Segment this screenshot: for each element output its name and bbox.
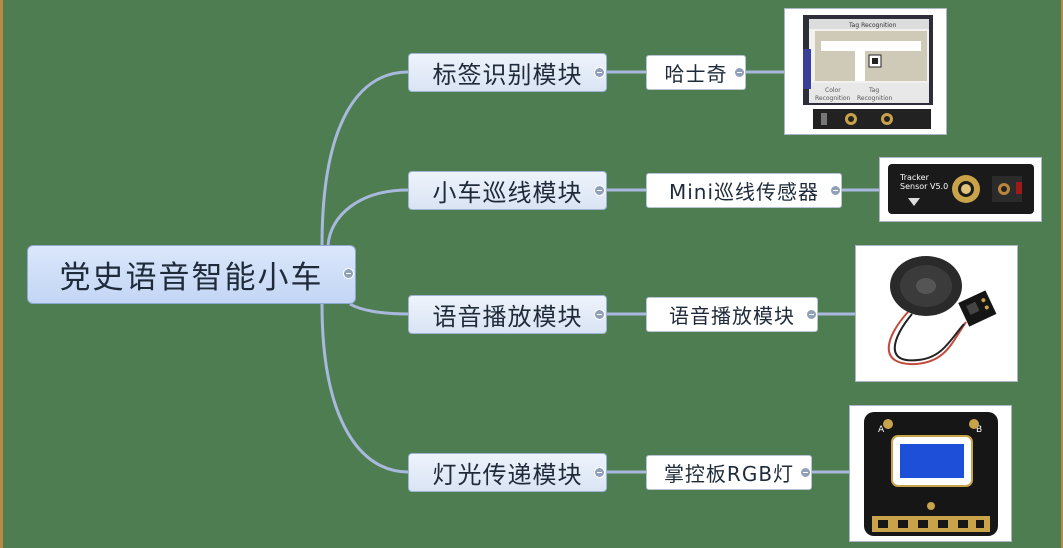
root-topic[interactable]: 党史语音智能小车 xyxy=(27,245,356,304)
leaf-topic-husky[interactable]: 哈士奇 xyxy=(646,55,746,90)
module-topic-line-tracking[interactable]: 小车巡线模块 xyxy=(408,171,607,210)
module-collapse-icon[interactable] xyxy=(594,467,605,478)
module-topic-voice-playback[interactable]: 语音播放模块 xyxy=(408,295,607,334)
root-collapse-icon[interactable] xyxy=(343,268,354,279)
tracker-line1-text: Tracker xyxy=(899,173,930,182)
connector-root-module-3 xyxy=(349,302,409,316)
leaf-topic-voice-module[interactable]: 语音播放模块 xyxy=(646,297,818,332)
speaker-module-image xyxy=(855,245,1018,382)
husky-color-text: Color xyxy=(825,87,841,94)
connector-root-module-2 xyxy=(326,188,409,247)
husky-recognition-text: Recognition xyxy=(815,95,851,102)
module-topic-light-transmission[interactable]: 灯光传递模块 xyxy=(408,453,607,492)
huskylens-camera-image: Tag Recognition Color Recognition Tag Re… xyxy=(784,8,947,135)
mpython-board-image: A B xyxy=(849,405,1012,542)
module-label: 小车巡线模块 xyxy=(432,179,583,207)
module-label: 标签识别模块 xyxy=(432,61,583,89)
board-b-text: B xyxy=(976,425,982,435)
module-label: 语音播放模块 xyxy=(432,303,583,331)
leaf-label: 语音播放模块 xyxy=(669,304,795,328)
module-collapse-icon[interactable] xyxy=(594,309,605,320)
leaf-collapse-icon[interactable] xyxy=(734,67,745,78)
leaf-collapse-icon[interactable] xyxy=(830,185,841,196)
leaf-label: Mini巡线传感器 xyxy=(668,180,820,204)
tracker-line2-text: Sensor V5.0 xyxy=(900,182,948,191)
line-tracker-sensor-image: Tracker Sensor V5.0 xyxy=(879,157,1042,222)
husky-tag-recognition-text: Recognition xyxy=(857,95,893,102)
leaf-topic-rgb-light[interactable]: 掌控板RGB灯 xyxy=(646,455,812,490)
husky-header-text: Tag Recognition xyxy=(848,22,897,29)
connector-root-module-1 xyxy=(320,70,409,247)
canvas-right-border xyxy=(1061,0,1063,548)
leaf-collapse-icon[interactable] xyxy=(800,467,811,478)
root-topic-label: 党史语音智能小车 xyxy=(59,260,324,296)
canvas-left-border xyxy=(0,0,3,548)
module-label: 灯光传递模块 xyxy=(432,461,583,489)
module-topic-tag-recognition[interactable]: 标签识别模块 xyxy=(408,53,607,92)
module-collapse-icon[interactable] xyxy=(594,185,605,196)
board-a-text: A xyxy=(878,425,885,435)
connector-root-module-4 xyxy=(320,303,409,474)
husky-tag-text: Tag xyxy=(868,87,879,94)
module-collapse-icon[interactable] xyxy=(594,67,605,78)
leaf-label: 掌控板RGB灯 xyxy=(663,462,795,486)
leaf-collapse-icon[interactable] xyxy=(806,309,817,320)
leaf-topic-mini-tracker[interactable]: Mini巡线传感器 xyxy=(646,173,842,208)
leaf-label: 哈士奇 xyxy=(664,62,728,86)
